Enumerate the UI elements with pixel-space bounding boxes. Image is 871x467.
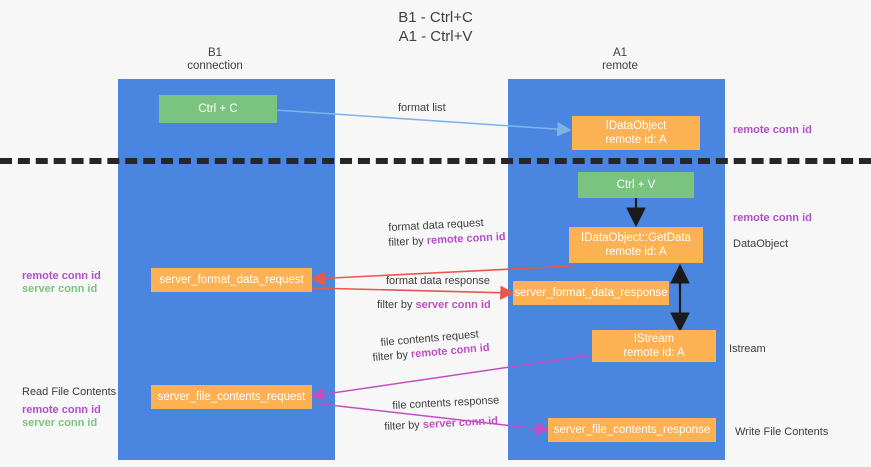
- edge-filter-prefix: filter by: [388, 234, 428, 249]
- annotation-left-remote-conn-id-2: remote conn id: [22, 404, 101, 416]
- node-server-file-contents-request-label: server_file_contents_request: [157, 391, 306, 403]
- node-getdata-remote-id: remote id: A: [605, 246, 667, 258]
- annotation-dataobject: DataObject: [733, 238, 789, 250]
- edge-filter-key-remote-conn-id: remote conn id: [426, 230, 506, 247]
- node-istream-remote-id: remote id: A: [623, 347, 685, 359]
- node-ctrl-v[interactable]: Ctrl + V: [578, 172, 694, 198]
- node-istream-label: IStream: [633, 333, 675, 345]
- edge-filter-prefix: filter by: [372, 348, 412, 364]
- node-idataobject-label: IDataObject: [605, 120, 667, 132]
- page-title: B1 - Ctrl+C A1 - Ctrl+V: [0, 8, 871, 46]
- node-server-format-data-request-label: server_format_data_request: [159, 274, 304, 286]
- node-idataobject[interactable]: IDataObject remote id: A: [572, 116, 700, 150]
- node-ctrl-c-label: Ctrl + C: [198, 103, 238, 115]
- section-divider: [0, 158, 871, 164]
- lane-b1-role: connection: [187, 60, 243, 72]
- annotation-read-file-contents: Read File Contents: [22, 386, 117, 398]
- lane-header-b1: B1 connection: [140, 47, 290, 73]
- annotation-istream: Istream: [729, 343, 766, 355]
- annotation-remote-conn-id-mid: remote conn id: [733, 212, 812, 224]
- edge-filter-prefix: filter by: [377, 299, 416, 311]
- node-server-format-data-response-label: server_format_data_response: [514, 287, 668, 299]
- edge-label-format-list: format list: [398, 102, 446, 114]
- lane-a1-role: remote: [602, 60, 638, 72]
- edge-filter-key-server-conn-id: server conn id: [422, 415, 499, 431]
- node-server-format-data-request[interactable]: server_format_data_request: [151, 268, 312, 292]
- edge-label-file-contents-response: file contents response: [392, 394, 500, 412]
- node-ctrl-c[interactable]: Ctrl + C: [159, 95, 277, 123]
- node-istream[interactable]: IStream remote id: A: [592, 330, 716, 362]
- edge-filter-prefix: filter by: [384, 418, 424, 433]
- title-line-2: A1 - Ctrl+V: [398, 28, 473, 45]
- lane-a1-name: A1: [612, 47, 628, 59]
- node-server-file-contents-response[interactable]: server_file_contents_response: [548, 418, 716, 442]
- edge-label-format-data-response: format data response: [386, 275, 490, 287]
- node-server-file-contents-request[interactable]: server_file_contents_request: [151, 385, 312, 409]
- lane-header-a1: A1 remote: [545, 47, 695, 73]
- edge-filter-format-data-response: filter by server conn id: [377, 298, 491, 312]
- node-server-format-data-response[interactable]: server_format_data_response: [513, 281, 669, 305]
- node-idataobject-remote-id: remote id: A: [605, 134, 667, 146]
- edge-filter-key-server-conn-id: server conn id: [415, 299, 491, 311]
- node-getdata[interactable]: IDataObject::GetData remote id: A: [569, 227, 703, 263]
- annotation-write-file-contents: Write File Contents: [735, 426, 829, 438]
- annotation-left-server-conn-id-2: server conn id: [22, 417, 98, 429]
- node-ctrl-v-label: Ctrl + V: [616, 179, 656, 191]
- annotation-remote-conn-id-top: remote conn id: [733, 124, 812, 136]
- annotation-left-remote-conn-id: remote conn id: [22, 270, 101, 282]
- edge-filter-file-contents-response: filter by server conn id: [384, 414, 498, 434]
- node-getdata-label: IDataObject::GetData: [581, 232, 691, 244]
- lane-b1-name: B1: [207, 47, 223, 59]
- title-line-1: B1 - Ctrl+C: [398, 9, 473, 26]
- annotation-left-server-conn-id: server conn id: [22, 283, 98, 295]
- node-server-file-contents-response-label: server_file_contents_response: [553, 424, 711, 436]
